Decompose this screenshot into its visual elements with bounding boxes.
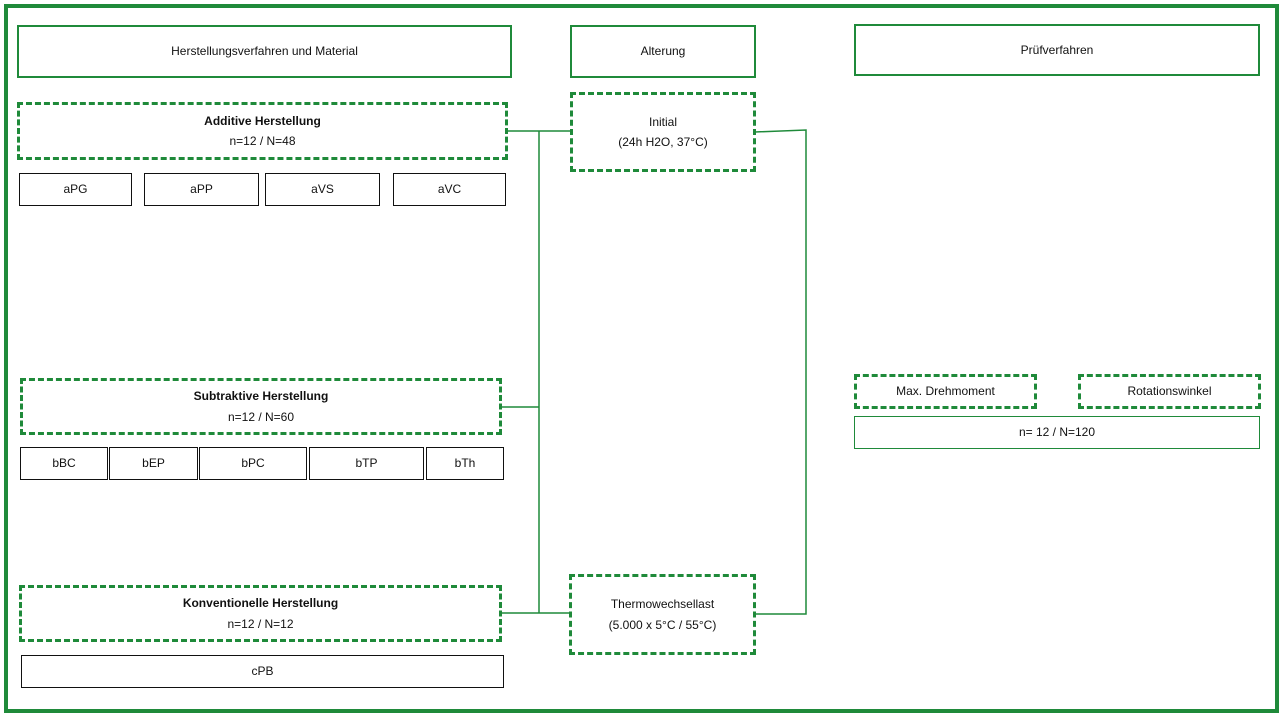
material-apg: aPG [19, 173, 132, 206]
material-cpb: cPB [21, 655, 504, 688]
material-label: aVS [311, 182, 334, 197]
test-rotation: Rotationswinkel [1078, 374, 1261, 409]
test-torque: Max. Drehmoment [854, 374, 1037, 409]
test-rotation-label: Rotationswinkel [1127, 384, 1212, 399]
group-subtractive-count: n=12 / N=60 [227, 409, 295, 424]
material-label: aPP [190, 182, 213, 197]
group-conventional-title: Konventionelle Herstellung [182, 596, 339, 611]
material-label: cPB [251, 664, 274, 679]
header-aging-label: Alterung [640, 44, 686, 59]
group-subtractive: Subtraktive Herstellung n=12 / N=60 [20, 378, 502, 435]
aging-initial-title: Initial [648, 114, 677, 129]
material-label: bBC [52, 456, 76, 471]
material-label: bPC [241, 456, 265, 471]
header-manufacturing: Herstellungsverfahren und Material [17, 25, 512, 78]
group-additive-count: n=12 / N=48 [229, 134, 296, 148]
material-app: aPP [144, 173, 259, 206]
header-testing: Prüfverfahren [854, 24, 1260, 76]
material-avs: aVS [265, 173, 380, 206]
material-avc: aVC [393, 173, 506, 206]
group-additive-title: Additive Herstellung [204, 113, 321, 128]
aging-thermo: Thermowechsellast (5.000 x 5°C / 55°C) [569, 574, 756, 655]
aging-initial: Initial (24h H2O, 37°C) [570, 92, 756, 172]
test-torque-label: Max. Drehmoment [896, 384, 995, 399]
group-subtractive-title: Subtraktive Herstellung [193, 389, 329, 404]
group-additive: Additive Herstellung n=12 / N=48 [17, 102, 508, 160]
group-conventional-count: n=12 / N=12 [227, 616, 294, 631]
material-bth: bTh [426, 447, 504, 480]
aging-thermo-detail: (5.000 x 5°C / 55°C) [608, 617, 717, 632]
material-btp: bTP [309, 447, 424, 480]
outer-frame [4, 4, 1279, 713]
material-label: bTh [454, 456, 476, 471]
aging-thermo-title: Thermowechsellast [610, 597, 715, 612]
group-conventional: Konventionelle Herstellung n=12 / N=12 [19, 585, 502, 642]
header-manufacturing-label: Herstellungsverfahren und Material [171, 44, 358, 59]
material-label: aPG [63, 182, 88, 197]
material-bbc: bBC [20, 447, 108, 480]
header-aging: Alterung [570, 25, 756, 78]
header-testing-label: Prüfverfahren [1020, 42, 1094, 57]
material-label: bTP [355, 456, 378, 471]
test-count-label: n= 12 / N=120 [1018, 425, 1096, 440]
material-bep: bEP [109, 447, 198, 480]
material-bpc: bPC [199, 447, 307, 480]
aging-initial-detail: (24h H2O, 37°C) [618, 135, 708, 149]
test-count: n= 12 / N=120 [854, 416, 1260, 449]
material-label: aVC [437, 182, 462, 197]
material-label: bEP [142, 456, 165, 471]
